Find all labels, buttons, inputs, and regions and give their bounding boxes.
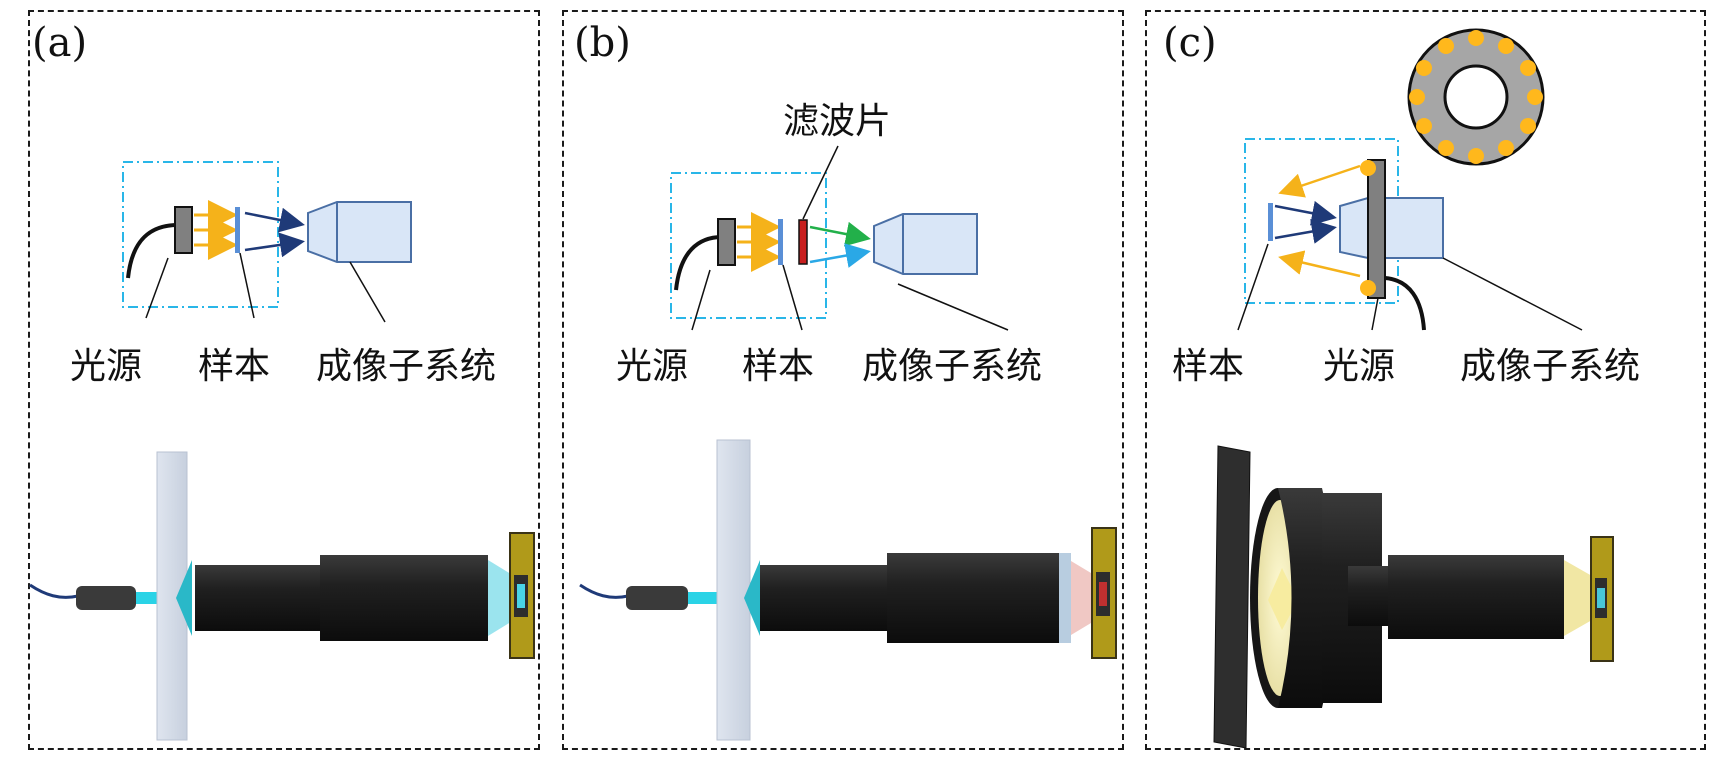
panel-a-rendering (29, 451, 535, 741)
panel-c-rendering (1213, 445, 1614, 749)
label-light-source-b: 光源 (616, 346, 688, 387)
objective-tube-small (195, 565, 325, 631)
label-sample-c: 样本 (1172, 346, 1244, 387)
label-sample-b: 样本 (742, 346, 814, 387)
sample-slide-3d-c (1213, 445, 1251, 749)
label-filter-b: 滤波片 (783, 101, 891, 142)
label-imaging-b: 成像子系统 (862, 346, 1042, 387)
label-imaging-c: 成像子系统 (1460, 346, 1640, 387)
label-light-source-c: 光源 (1323, 346, 1395, 387)
fiber-cable-icon-c (1384, 276, 1426, 331)
label-light-source-a: 光源 (70, 346, 142, 387)
light-source-ring-icon (1367, 159, 1386, 299)
objective-lens-icon (307, 201, 412, 263)
panel-c-schematic (1237, 138, 1583, 331)
objective-lens-icon-c (1339, 197, 1444, 259)
light-source-block-icon (174, 206, 193, 254)
fiber-cable-icon-b (674, 235, 723, 291)
sample-slide-icon-b (778, 219, 783, 265)
panel-b-frame (562, 10, 1124, 750)
light-source-block-icon-b (717, 218, 736, 266)
panel-c-label: (c) (1163, 20, 1217, 66)
panel-a-label: (a) (32, 20, 87, 66)
panel-b-label: (b) (574, 20, 631, 66)
filter-icon (798, 219, 808, 265)
light-source-3d (76, 586, 136, 610)
label-imaging-a: 成像子系统 (316, 346, 496, 387)
fiber-cable-3d (29, 583, 79, 599)
ring-light-icon (1407, 28, 1545, 166)
panel-b-schematic (670, 145, 1009, 331)
panel-c-frame (1145, 10, 1706, 750)
panel-a-schematic (122, 161, 412, 323)
label-sample-a: 样本 (198, 346, 270, 387)
sample-slide-3d-b (716, 439, 751, 741)
panel-b-rendering (579, 439, 1117, 741)
fiber-cable-icon (126, 223, 179, 279)
sample-slide-icon-c (1268, 203, 1273, 241)
dashed-box-a (122, 161, 279, 308)
objective-lens-icon-b (873, 213, 978, 275)
panel-a-frame (28, 10, 540, 750)
objective-tube-large (320, 555, 488, 641)
dashed-box-b (670, 172, 827, 319)
sample-slide-icon (235, 207, 240, 253)
